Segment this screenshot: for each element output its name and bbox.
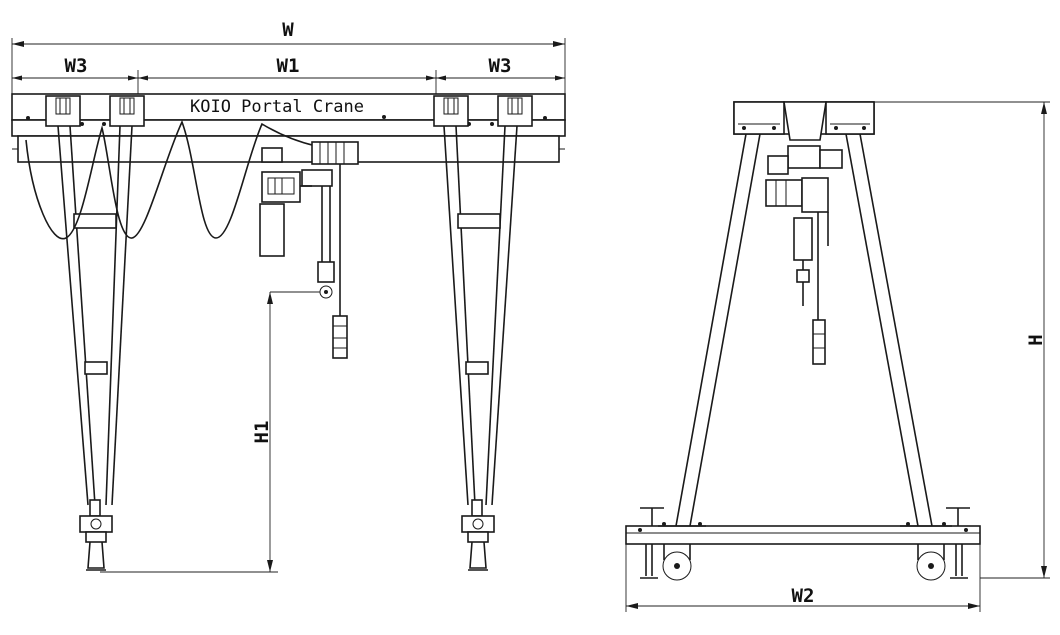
side-base bbox=[625, 522, 981, 545]
side-legs bbox=[675, 133, 933, 527]
side-view: W2 H bbox=[625, 101, 1050, 612]
right-leg bbox=[443, 125, 518, 571]
dimension-w: W bbox=[11, 19, 566, 94]
side-hoist bbox=[765, 145, 843, 365]
crane-title-label: KOIO Portal Crane bbox=[190, 97, 364, 117]
dimension-h1-label: H1 bbox=[251, 421, 273, 444]
dimension-h-label: H bbox=[1025, 334, 1047, 345]
side-wheels bbox=[662, 544, 946, 581]
girder-end-carriages bbox=[45, 95, 533, 127]
dimension-h1: H1 bbox=[100, 291, 320, 573]
dimension-w1-w3: W3 W1 W3 bbox=[12, 55, 565, 96]
front-view: W W3 W1 W3 bbox=[11, 19, 566, 573]
dimension-w-label: W bbox=[282, 19, 294, 41]
hoist-motor bbox=[259, 147, 312, 257]
dimension-w2: W2 bbox=[625, 544, 981, 612]
dimension-w3-left-label: W3 bbox=[65, 55, 88, 77]
dimension-w2-label: W2 bbox=[792, 585, 815, 607]
side-outriggers bbox=[640, 507, 970, 579]
dimension-w1-label: W1 bbox=[277, 55, 300, 77]
hoist-trolley bbox=[301, 141, 359, 359]
dimension-h: H bbox=[874, 101, 1050, 579]
left-leg bbox=[57, 125, 133, 571]
festoon-cable bbox=[25, 119, 317, 240]
dimension-w3-right-label: W3 bbox=[489, 55, 512, 77]
main-girder: KOIO Portal Crane bbox=[11, 93, 566, 163]
side-top-beam bbox=[733, 101, 875, 141]
